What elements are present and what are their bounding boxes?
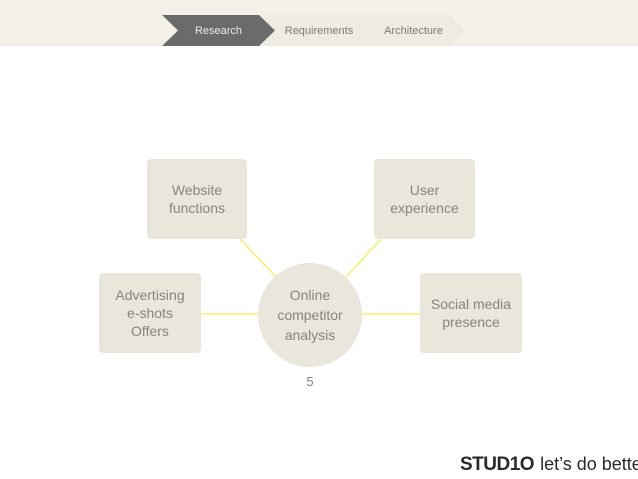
brand-logo: STUD1O let’s do better. xyxy=(460,454,638,476)
page-number: 5 xyxy=(306,374,314,389)
node-advertising: Advertising e-shots Offers xyxy=(99,273,201,353)
step-research-label: Research xyxy=(194,24,243,37)
node-user-experience: User experience xyxy=(374,159,475,239)
logo-tagline: let’s do better. xyxy=(540,454,638,474)
center-node: Online competitor analysis xyxy=(258,263,362,367)
step-requirements-label: Requirements xyxy=(284,24,354,37)
step-architecture-label: Architecture xyxy=(384,24,443,37)
step-requirements[interactable]: Requirements xyxy=(260,15,378,46)
step-research[interactable]: Research xyxy=(162,15,275,46)
node-social-media: Social media presence xyxy=(420,273,522,353)
node-website-functions: Website functions xyxy=(147,159,247,239)
logo-brand: STUD1O xyxy=(460,454,535,475)
link-website xyxy=(239,238,277,278)
step-architecture[interactable]: Architecture xyxy=(361,15,466,46)
link-user xyxy=(345,238,382,278)
